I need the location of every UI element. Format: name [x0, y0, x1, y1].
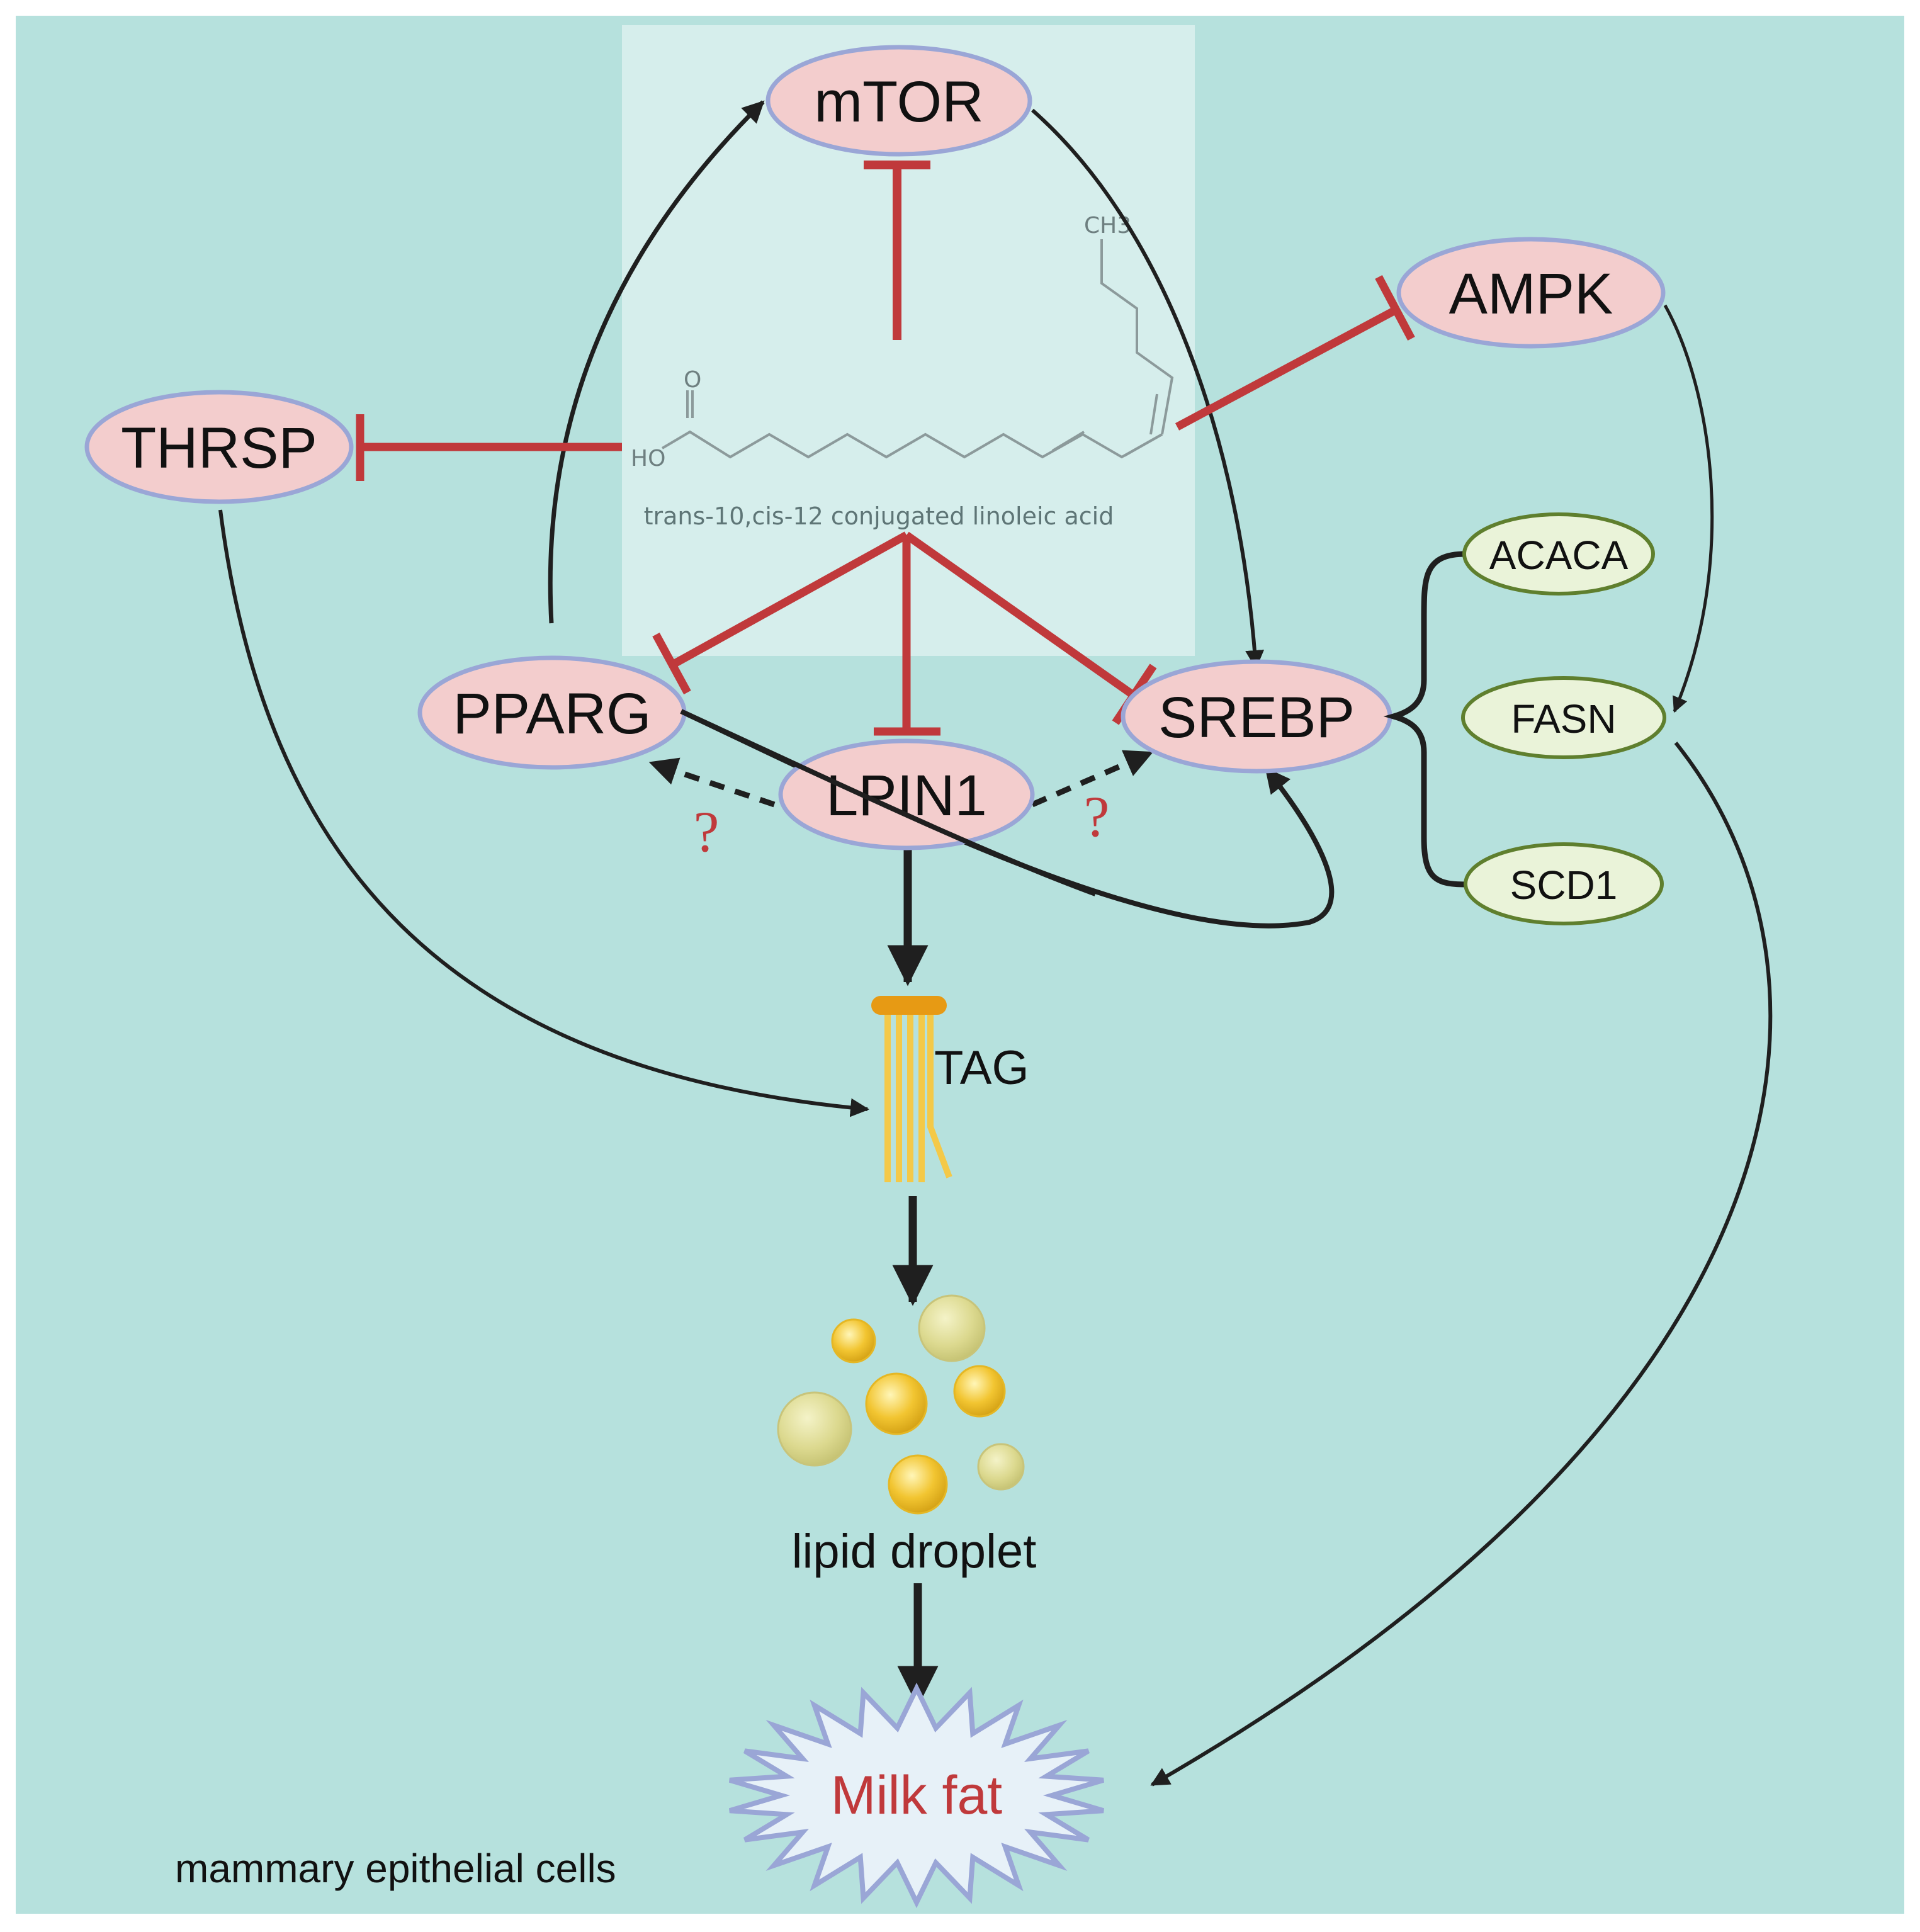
molecule-caption: trans-10,cis-12 conjugated linoleic acid — [644, 502, 1114, 530]
molecule-ho-label: HO — [631, 446, 665, 472]
node-mtor-label: mTOR — [814, 70, 983, 134]
inhibit-srebp — [904, 531, 1136, 699]
arrow-pparg-to-srebp-overlay — [680, 709, 1097, 896]
molecule-o-label: O — [684, 367, 701, 393]
node-pparg-label: PPARG — [453, 682, 651, 746]
node-ampk: AMPK — [1396, 237, 1666, 349]
gene-brace — [1383, 551, 1466, 888]
gene-scd1: SCD1 — [1464, 842, 1664, 925]
uncertain-mark-pparg: ? — [694, 799, 720, 864]
activation-arrows — [218, 100, 1773, 1787]
arrow-ampk-to-fasn — [1663, 304, 1714, 713]
cla-molecule-structure — [661, 239, 1174, 459]
arrow-thrsp-to-tag — [218, 509, 869, 1117]
node-ampk-label: AMPK — [1449, 262, 1613, 326]
gene-acaca-label: ACACA — [1489, 533, 1629, 578]
gene-fasn: FASN — [1461, 676, 1666, 759]
node-thrsp-label: THRSP — [121, 416, 317, 480]
gene-fasn-label: FASN — [1511, 696, 1616, 742]
inhibit-ampk-bar — [1375, 274, 1415, 341]
inhibit-ampk — [1175, 306, 1399, 431]
node-thrsp: THRSP — [84, 390, 354, 504]
node-mtor: mTOR — [765, 45, 1032, 157]
milk-fat-burst: Milk fat — [728, 1682, 1105, 1909]
tag-icon — [871, 996, 952, 1182]
gene-acaca: ACACA — [1462, 512, 1655, 596]
node-lpin1: LPIN1 — [778, 738, 1035, 850]
node-srebp-label: SREBP — [1158, 686, 1355, 750]
lipid-droplets-icon — [777, 1294, 1025, 1515]
arrow-mtor-to-srebp — [1031, 108, 1265, 669]
gene-scd1-label: SCD1 — [1510, 862, 1618, 908]
node-srebp: SREBP — [1121, 659, 1392, 774]
arrow-lpin1-to-pparg-uncertain — [648, 757, 776, 808]
arrow-lpin1-to-srebp-uncertain — [1031, 750, 1154, 808]
milk-fat-label: Milk fat — [831, 1765, 1002, 1826]
arrow-fasn-to-milk-fat — [1150, 742, 1773, 1787]
node-lpin1-label: LPIN1 — [826, 764, 987, 828]
inhibit-pparg — [670, 531, 909, 669]
node-pparg: PPARG — [417, 655, 687, 770]
inhibit-pparg-bar — [652, 632, 691, 695]
lipid-droplet-label: lipid droplet — [792, 1525, 1037, 1578]
uncertain-mark-srebp: ? — [1084, 784, 1110, 849]
tag-label: TAG — [934, 1041, 1029, 1095]
arrow-pparg-to-mtor — [548, 100, 765, 624]
cell-label: mammary epithelial cells — [175, 1846, 616, 1891]
